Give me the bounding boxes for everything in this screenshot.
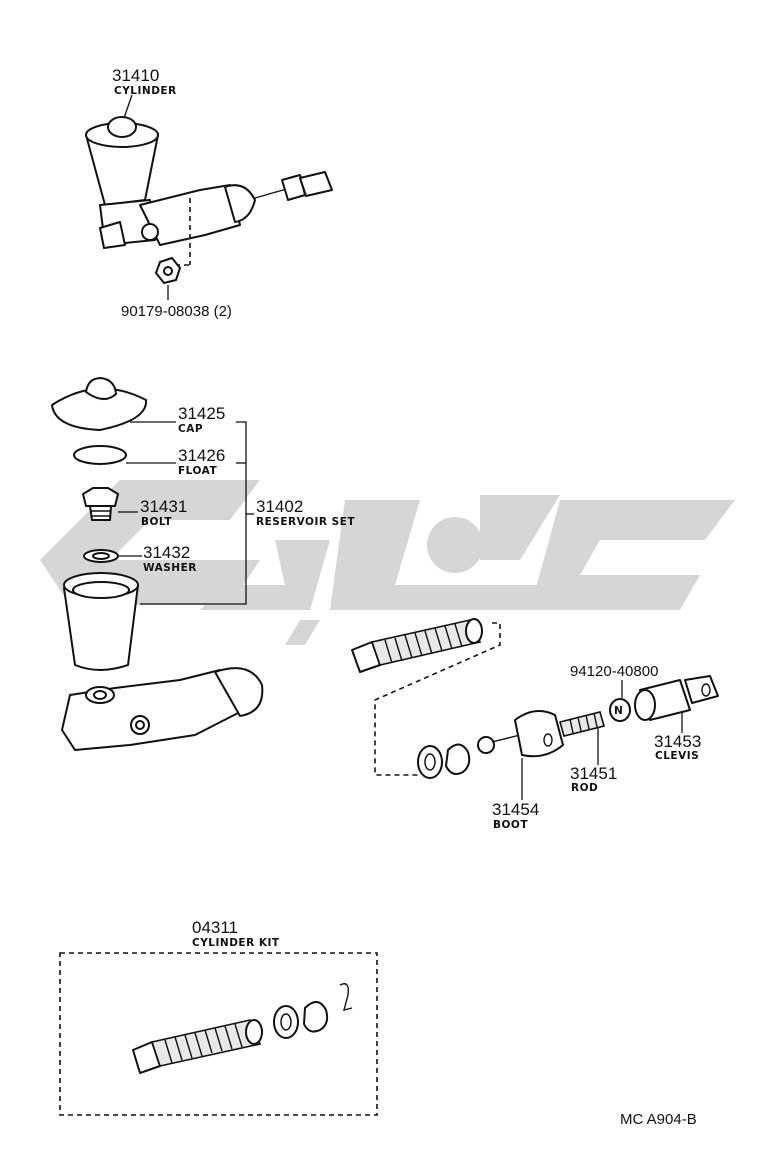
cylinder-kit-illustration xyxy=(132,983,353,1074)
part-name-cap: CAP xyxy=(178,423,203,435)
nut-mark-n: N xyxy=(614,705,623,717)
bracket-reservoir-set xyxy=(140,421,247,605)
part-number-31453: 31453 xyxy=(654,732,701,751)
part-number-31432: 31432 xyxy=(143,543,190,562)
part-number-31454: 31454 xyxy=(492,800,539,819)
part-name-rod: ROD xyxy=(571,782,598,794)
part-number-31451: 31451 xyxy=(570,764,617,783)
reservoir-exploded-illustration xyxy=(51,377,264,751)
cylinder-assembly-illustration xyxy=(85,116,333,284)
cylinder-kit-box xyxy=(59,952,378,1116)
part-name-clevis: CLEVIS xyxy=(655,750,699,762)
leader-31410 xyxy=(123,94,133,119)
piston-rod-illustration xyxy=(351,618,719,779)
part-name-bolt: BOLT xyxy=(141,516,172,528)
part-name-float: FLOAT xyxy=(178,465,217,477)
part-name-boot: BOOT xyxy=(493,819,528,831)
part-number-94120: 94120-40800 xyxy=(570,663,658,680)
part-name-cylinder-kit: CYLINDER KIT xyxy=(192,937,280,949)
part-number-31431: 31431 xyxy=(140,497,187,516)
part-name-washer: WASHER xyxy=(143,562,197,574)
part-number-31410: 31410 xyxy=(112,66,159,85)
part-number-90179: 90179-08038 (2) xyxy=(121,303,232,320)
part-number-31425: 31425 xyxy=(178,404,225,423)
part-number-04311: 04311 xyxy=(192,918,238,937)
part-name-cylinder: CYLINDER xyxy=(114,85,177,97)
diagram-code: MC A904-B xyxy=(620,1111,697,1128)
part-number-31426: 31426 xyxy=(178,446,225,465)
part-name-reservoir-set: RESERVOIR SET xyxy=(256,516,355,528)
part-number-31402: 31402 xyxy=(256,497,303,516)
